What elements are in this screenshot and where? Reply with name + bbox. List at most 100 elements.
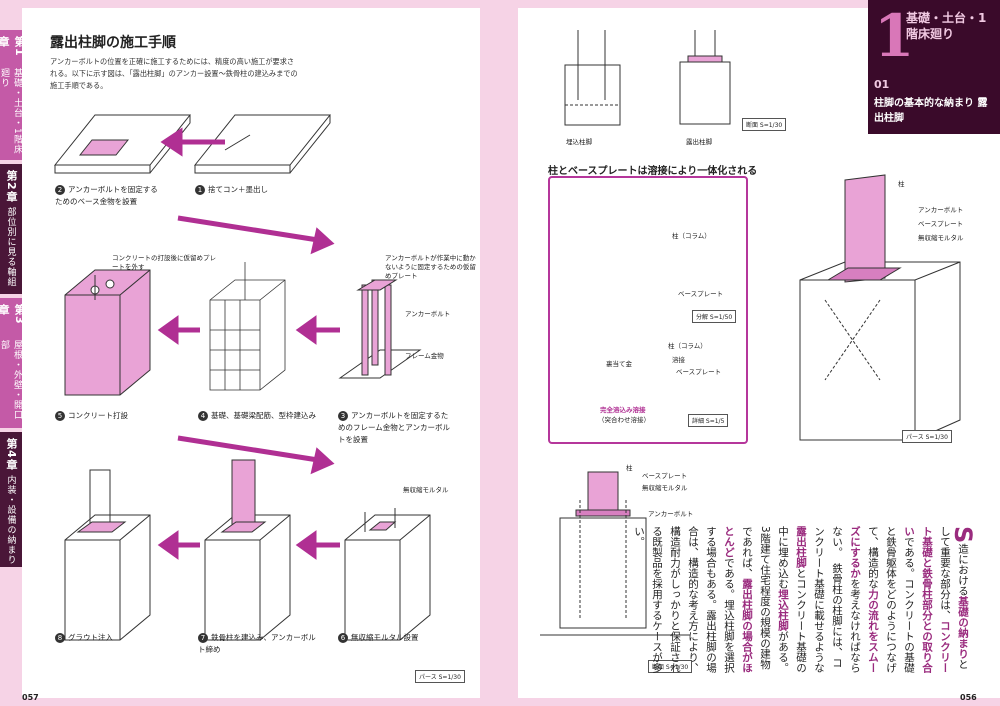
body-text: S造における基礎の納まりとして重要な部分は、コンクリート基礎と鉄骨柱部分との取り… (633, 526, 977, 676)
scale-label: 断面 S=1/30 (648, 660, 693, 673)
frame-hw-label: フレーム金物 (405, 352, 444, 360)
tab-label: 内装・設備の納まり (5, 474, 16, 565)
section-baseplate-label: ベースプレート (642, 472, 688, 480)
embedded-base-drawing (564, 30, 621, 126)
tab-label: 基礎・土台・1階床廻り (0, 68, 22, 155)
tab-chapter-4[interactable]: 第4章内装・設備の納まり (0, 432, 22, 567)
section-number: 01 (874, 78, 890, 91)
exposed-label: 露出柱脚 (686, 138, 712, 146)
arrow-icon (157, 315, 200, 345)
scale-label: パース S=1/30 (415, 670, 465, 683)
anchor-bolt-label: アンカーボルト (405, 310, 451, 318)
body-highlight: 露出柱脚の場合がほとんど (723, 526, 753, 673)
step-text: 鉄骨柱を建込み、アンカーボルト締め (198, 633, 316, 654)
mortar-label: 無収縮モルタル (403, 486, 449, 494)
step-number: 8 (55, 633, 65, 643)
backing-label: 裏当て金 (606, 360, 632, 368)
plate-note-label: コンクリートの打設後に仮留めプレートを外す (112, 254, 216, 271)
step4-drawing (209, 262, 286, 391)
step-text: アンカーボルトを固定するためのベース金物を設置 (55, 185, 158, 206)
arrow-icon (177, 215, 335, 255)
body-segment: 造における (957, 543, 969, 596)
scale-label: パース S=1/30 (902, 430, 952, 443)
frame-title: 柱とベースプレートは溶接により一体化される (548, 166, 758, 177)
step-number: 3 (338, 411, 348, 421)
step-text: コンクリート打設 (68, 411, 128, 420)
page-number-left: 057 (22, 693, 39, 702)
exposed-base-drawing (679, 30, 731, 125)
scale-label: 断面 S=1/30 (742, 118, 787, 131)
tab-label: 屋根・外壁・開口部 (0, 339, 22, 420)
tab-chapter-1[interactable]: 第1章基礎・土台・1階床廻り (0, 30, 26, 160)
body-segment: である。コンクリートの基礎と鉄骨躯体をどのようにつなげて、構造的な (867, 526, 915, 673)
body-segment: として重要な部分は、 (939, 526, 969, 670)
full-pen-label: 完全溶込み溶接 (600, 406, 646, 414)
step6-drawing (344, 508, 431, 641)
persp-column-label: 柱 (898, 180, 905, 188)
body-segment: とコンクリート基礎の中に埋め込む (777, 526, 807, 673)
tab-chapter-3[interactable]: 第3章屋根・外壁・開口部 (0, 298, 26, 428)
column-label: 柱（コラム） (672, 232, 711, 240)
tab-num: 第3章 (0, 304, 26, 325)
step1-drawing (193, 114, 332, 174)
body-highlight: コンクリート基礎と鉄骨柱部分との取り合い (903, 526, 951, 673)
arrow-icon (157, 530, 200, 560)
body-highlight: 基礎の納まり (957, 595, 969, 659)
chapter-number: 1 (874, 2, 915, 70)
tab-num: 第4章 (5, 438, 18, 471)
butt-label: （突合わせ溶接） (598, 416, 650, 424)
column-label-2: 柱（コラム） (668, 342, 707, 350)
step-number: 7 (198, 633, 208, 643)
step-text: グラウト注入 (68, 633, 113, 642)
section-column-label: 柱 (626, 464, 633, 472)
tab-label: 部位別に見る軸組 (5, 206, 16, 287)
body-highlight: 力の流れをスムーズにするか (849, 526, 879, 673)
section-title: 柱脚の基本的な納まり 露出柱脚 (874, 98, 988, 124)
persp-baseplate-label: ベースプレート (918, 220, 964, 228)
tab-chapter-2[interactable]: 第2章部位別に見る軸組 (0, 164, 22, 294)
section-mortar-label: 無収縮モルタル (642, 484, 688, 492)
baseplate-label-2: ベースプレート (676, 368, 722, 376)
arrow-icon (160, 127, 225, 157)
anchor-note-label: アンカーボルトが作業中に動かないように固定するための仮留めプレート (385, 254, 476, 280)
step-text: 基礎、基礎梁配筋、型枠建込み (211, 411, 316, 420)
intro-text: アンカーボルトの位置を正確に施工するためには、精度の高い施工が要求される。以下に… (50, 57, 298, 90)
arrow-icon (295, 530, 340, 560)
section-drawing (540, 471, 690, 636)
arrow-icon (295, 315, 340, 345)
body-highlight: 露出柱脚 (795, 526, 807, 568)
body-highlight: 埋込柱脚 (777, 589, 789, 631)
weld-label: 溶接 (672, 356, 685, 364)
drop-cap: S (949, 526, 977, 544)
step-text: アンカーボルトを固定するためのフレーム金物とアンカーボルトを設置 (338, 411, 450, 444)
page-number-right: 056 (960, 693, 977, 702)
baseplate-label: ベースプレート (678, 290, 724, 298)
step-number: 5 (55, 411, 65, 421)
step-number: 2 (55, 185, 65, 195)
chapter-title: 基礎・土台・1階床廻り (906, 11, 987, 41)
step-text: 無収縮モルタル設置 (351, 633, 419, 642)
arrow-icon (177, 435, 335, 475)
persp-anchor-label: アンカーボルト (918, 206, 964, 214)
step-text: 捨てコン＋墨出し (208, 185, 268, 194)
chapter-header: 1 基礎・土台・1階床廻り 01 柱脚の基本的な納まり 露出柱脚 (868, 0, 1000, 134)
body-segment: である。埋込柱脚を選択する場合もある。露出柱脚の場合は、構造的な考え方により、構… (633, 526, 735, 673)
perspective-drawing (799, 174, 961, 441)
step-number: 1 (195, 185, 205, 195)
step3-drawing (338, 279, 422, 379)
section-anchor-label: アンカーボルト (648, 510, 694, 518)
tab-num: 第2章 (5, 170, 18, 203)
step8-drawing (64, 469, 151, 641)
step2-drawing (53, 114, 192, 174)
tab-num: 第1章 (0, 36, 26, 57)
persp-mortar-label: 無収縮モルタル (918, 234, 964, 242)
